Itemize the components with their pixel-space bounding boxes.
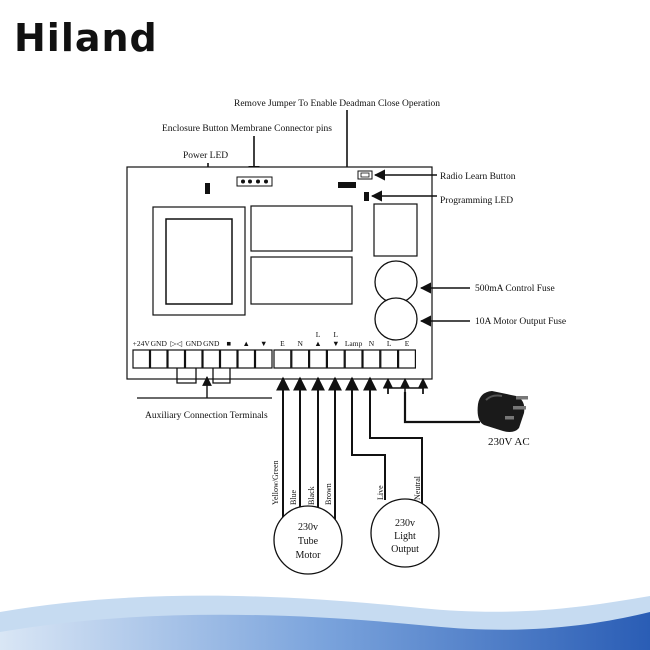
membrane-connector-label: Enclosure Button Membrane Connector pins: [162, 124, 332, 134]
aux-jumper-link: [212, 368, 231, 384]
power-terminal-label: E: [280, 339, 285, 348]
wire-label-neutral: Neutral: [413, 475, 422, 500]
mains-cable: [403, 392, 480, 424]
wire-label-yellow-green: Yellow/Green: [271, 460, 280, 505]
power-terminal-label: N: [297, 339, 303, 348]
aux-terminal-label: ▷◁: [170, 339, 182, 348]
aux-terminal-label: GND: [186, 339, 203, 348]
aux-terminal-label: ■: [226, 339, 231, 348]
aux-terminal-label: GND: [151, 339, 168, 348]
tube-motor: [273, 505, 343, 575]
power-terminal-label: E: [405, 339, 410, 348]
power-terminal: [273, 349, 292, 369]
wire-label-blue: Blue: [289, 489, 298, 505]
light-output: [370, 498, 440, 568]
deadman-jumper-label: Remove Jumper To Enable Deadman Close Op…: [234, 99, 440, 109]
plug-label: 230V AC: [488, 436, 530, 448]
power-terminal-label: ▼: [332, 339, 339, 348]
uk-plug-icon: [477, 391, 528, 432]
capacitor: [373, 203, 418, 257]
aux-terminal: [202, 349, 221, 369]
aux-terminal: [237, 349, 256, 369]
relay-bottom: [250, 256, 353, 305]
deadman-jumper: [338, 182, 356, 188]
relay-top: [250, 205, 353, 252]
aux-terminal: [132, 349, 151, 369]
motor-terminal-l-mark: L: [316, 330, 321, 339]
aux-terminals-label: Auxiliary Connection Terminals: [145, 411, 268, 421]
membrane-pin: [248, 179, 252, 184]
wire-label-brown: Brown: [324, 483, 333, 505]
programming-led-label: Programming LED: [440, 196, 513, 206]
motor-terminal-l-mark: L: [334, 330, 339, 339]
control-fuse-label: 500mA Control Fuse: [475, 284, 555, 294]
power-terminal-label: ▲: [314, 339, 321, 348]
aux-terminal: [219, 349, 238, 369]
aux-terminal-label: GND: [203, 339, 220, 348]
power-terminal-label: L: [387, 339, 392, 348]
light-output-line2: Light: [394, 531, 416, 542]
power-terminal: [309, 349, 328, 369]
tube-motor-line1: 230v: [298, 522, 318, 533]
aux-terminal: [254, 349, 273, 369]
power-terminal: [291, 349, 310, 369]
aux-terminal-label: ▲: [243, 339, 250, 348]
aux-jumper-link: [176, 368, 197, 384]
control-fuse: [374, 260, 418, 304]
power-terminal: [362, 349, 381, 369]
membrane-pin: [264, 179, 268, 184]
membrane-connector: [236, 176, 273, 187]
light-output-line3: Output: [391, 544, 419, 555]
tube-motor-line2: Tube: [298, 536, 319, 547]
wire-label-black: Black: [307, 486, 316, 505]
aux-terminal: [149, 349, 168, 369]
power-terminal: [398, 349, 417, 369]
aux-terminal-label: ▼: [260, 339, 267, 348]
motor-fuse: [374, 297, 418, 341]
motor-fuse-label: 10A Motor Output Fuse: [475, 317, 566, 327]
aux-terminal-label: +24V: [133, 339, 151, 348]
power-terminal: [344, 349, 363, 369]
aux-terminal: [167, 349, 186, 369]
brand-logo: Hiland: [14, 16, 158, 60]
power-terminal: [380, 349, 399, 369]
power-led: [205, 183, 210, 194]
membrane-pin: [241, 179, 245, 184]
radio-learn-button-inner: [360, 172, 370, 178]
programming-led: [364, 192, 369, 201]
tube-motor-line3: Motor: [296, 550, 322, 561]
wire-neutral: [369, 378, 423, 510]
power-terminal-block: E N ▲ ▼ Lamp N L E L L: [273, 330, 417, 369]
power-terminal: [326, 349, 345, 369]
power-led-label: Power LED: [183, 151, 228, 161]
decorative-wave-dark: [0, 612, 650, 650]
aux-terminal: [184, 349, 203, 369]
wire-live: [351, 378, 386, 500]
radio-learn-label: Radio Learn Button: [440, 172, 516, 182]
power-terminal-label: N: [369, 339, 375, 348]
wire-label-live: Live: [376, 485, 385, 500]
light-output-line1: 230v: [395, 518, 415, 529]
transformer-core: [165, 218, 233, 305]
membrane-pin: [256, 179, 260, 184]
power-terminal-label: Lamp: [345, 339, 363, 348]
